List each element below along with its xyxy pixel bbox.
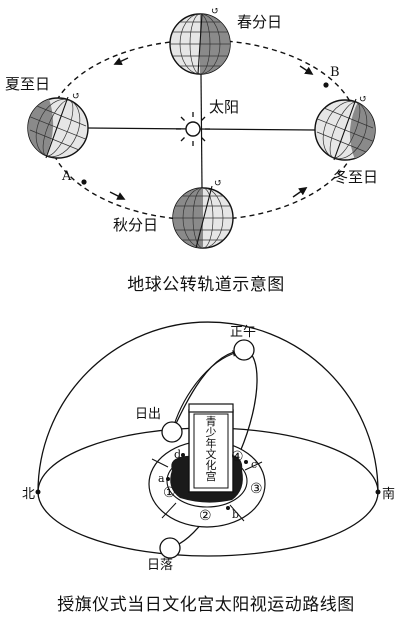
point-a-dot [166,477,170,481]
label-point-b: B [330,65,340,80]
globe-winter-solstice: ↺ [314,94,376,161]
north-point [35,489,41,495]
label-region-3: ③ [250,481,263,497]
label-c: c [251,458,257,471]
label-d: d [174,448,181,461]
building-label: 青少年文化宫 [206,415,217,483]
label-sunrise: 日出 [135,407,161,422]
label-winter-solstice: 冬至日 [333,168,378,186]
sun-icon [176,112,210,146]
point-d-dot [181,453,185,457]
orbit-arrow-bottom-right [292,187,308,198]
orbit-arrow-top-right [299,65,314,75]
label-summer-solstice: 夏至日 [5,75,50,93]
solstice-line [200,73,203,189]
orbit-arrow-bottom-left [109,191,126,200]
orbit-arrow-top-left [113,57,129,65]
point-b-dot [226,506,230,510]
svg-text:↺: ↺ [211,6,219,17]
caption-bottom: 授旗仪式当日文化宫太阳视运动路线图 [57,595,355,615]
sun-set-icon [159,537,181,559]
label-a: a [158,472,165,485]
point-a-marker [81,179,87,185]
svg-text:↺: ↺ [359,94,367,105]
point-c-dot [244,460,248,464]
label-sun: 太阳 [209,98,239,116]
label-spring-equinox: 春分日 [237,13,282,31]
globe-autumn-equinox: ↺ [172,178,234,249]
svg-text:↺: ↺ [214,178,222,189]
globe-spring-equinox: ↺ [169,6,231,75]
svg-text:↺: ↺ [72,91,80,102]
label-point-a: A [61,169,72,184]
sun-path-diagram: 青少年文化宫 正午 日出 日落 北 南 a b c d ① ② ③ ④ [22,321,395,573]
point-b-marker [323,82,329,88]
caption-top: 地球公转轨道示意图 [127,275,285,295]
sun-noon-icon [233,339,255,361]
orbit-diagram: ↺ ↺ [5,6,378,249]
label-region-4: ④ [231,449,244,465]
label-b: b [232,508,239,521]
label-sunset: 日落 [147,558,173,573]
label-region-2: ② [199,508,212,524]
label-noon: 正午 [230,325,256,340]
celestial-dome [37,321,379,493]
south-point [375,489,381,495]
globe-summer-solstice: ↺ [27,91,89,159]
base-dividers [151,458,263,522]
label-north: 北 [22,487,35,502]
label-region-1: ① [163,485,176,501]
label-south: 南 [382,486,395,502]
sun-rise-icon [161,421,183,443]
building-cultural-palace [188,403,234,493]
label-autumn-equinox: 秋分日 [113,216,158,234]
